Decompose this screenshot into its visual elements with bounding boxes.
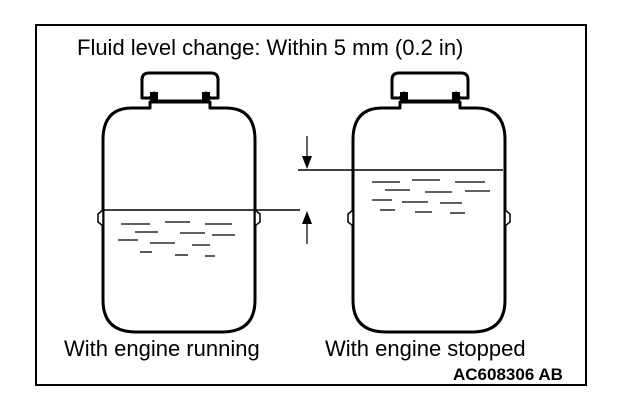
fluid-surface — [372, 179, 490, 214]
mount-tab — [504, 208, 511, 228]
caption-engine-running: With engine running — [64, 336, 260, 361]
reservoir-body — [351, 100, 507, 334]
reservoir-engine-running — [97, 71, 300, 334]
mount-tab — [97, 208, 104, 228]
level-change-dimension — [302, 136, 312, 244]
arrow-down-icon — [302, 156, 312, 169]
caption-engine-stopped: With engine stopped — [325, 336, 526, 361]
fluid-surface — [118, 221, 235, 257]
reservoir-body — [101, 100, 257, 334]
figure-code: AC608306 AB — [453, 365, 563, 384]
reservoir-engine-stopped — [298, 71, 511, 334]
mount-tab — [254, 208, 261, 228]
figure-title: Fluid level change: Within 5 mm (0.2 in) — [77, 35, 463, 60]
figure-frame — [35, 24, 587, 386]
mount-tab — [347, 208, 354, 228]
arrow-up-icon — [302, 211, 312, 224]
